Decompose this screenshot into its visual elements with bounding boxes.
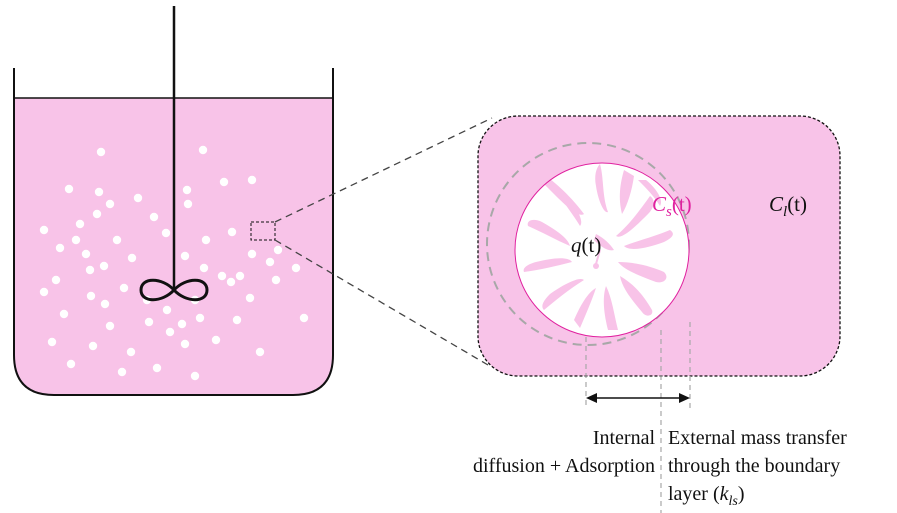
particle-dot [105, 321, 115, 331]
particle-dot [100, 299, 110, 309]
particle-dot [94, 187, 104, 197]
stirrer-infinity-icon [139, 278, 209, 302]
suspended-particles [39, 145, 309, 381]
particle-dot [39, 225, 49, 235]
particle-dot [105, 199, 115, 209]
particle-dot [273, 245, 283, 255]
q-label: q(t) [571, 233, 601, 257]
particle-dot [66, 359, 76, 369]
particle-dot [211, 335, 221, 345]
particle-dot [162, 305, 172, 315]
zoom-selection-box [250, 221, 276, 241]
particle-dot [299, 313, 309, 323]
particle-dot [71, 235, 81, 245]
particle-dot [39, 287, 49, 297]
particle-dot [265, 257, 275, 267]
external-caption-line2: through the boundary [668, 455, 840, 477]
particle-dot [59, 309, 69, 319]
external-caption-line1: External mass transfer [668, 427, 847, 449]
particle-dot [271, 275, 281, 285]
particle-dot [183, 199, 193, 209]
transfer-arrow [586, 393, 690, 403]
particle-dot [255, 347, 265, 357]
particle-dot [96, 147, 106, 157]
particle-dot [201, 235, 211, 245]
particle-dot [99, 261, 109, 271]
particle-dot [291, 263, 301, 273]
particle-dot [165, 327, 175, 337]
particle-dot [88, 341, 98, 351]
particle-dot [75, 219, 85, 229]
particle-dot [227, 227, 237, 237]
particle-dot [247, 249, 257, 259]
particle-dot [182, 185, 192, 195]
particle-dot [85, 265, 95, 275]
particle-dot [117, 367, 127, 377]
particle-dot [133, 193, 143, 203]
particle-dot [55, 243, 65, 253]
particle-dot [235, 271, 245, 281]
particle-dot [126, 347, 136, 357]
particle-dot [219, 177, 229, 187]
internal-caption-line2: diffusion + Adsorption [473, 455, 655, 477]
region-guides [585, 322, 691, 513]
internal-caption-line1: Internal [593, 427, 656, 449]
particle-dot [217, 271, 227, 281]
particle-dot [180, 251, 190, 261]
particle-dot [226, 277, 236, 287]
particle-dot [51, 275, 61, 285]
particle-dot [245, 293, 255, 303]
particle-dot [161, 228, 171, 238]
particle-dot [247, 175, 257, 185]
stirred-tank [13, 6, 334, 396]
zoomed-view [477, 115, 841, 377]
particle-dot [177, 319, 187, 329]
tank-wall [13, 68, 334, 396]
particle-pointer [593, 249, 601, 269]
particle-dot [152, 363, 162, 373]
particle-dot [144, 317, 154, 327]
particle-dot [198, 145, 208, 155]
particle-dot [199, 263, 209, 273]
particle-dot [86, 291, 96, 301]
particle-dot [127, 253, 137, 263]
particle-dot [47, 337, 57, 347]
particle-dot [180, 339, 190, 349]
cl-label: Cl(t) [769, 192, 807, 220]
particle-dot [119, 283, 129, 293]
zoom-projection-lines [274, 117, 493, 366]
particle-dot [195, 313, 205, 323]
cs-label: Cs(t) [652, 192, 692, 220]
pore-structure [523, 164, 673, 330]
external-caption-line3: layer (kls) [668, 483, 745, 509]
particle-dot [64, 184, 74, 194]
porous-adsorbent-particle [514, 162, 690, 338]
particle-dot [190, 371, 200, 381]
particle-dot [112, 235, 122, 245]
particle-dot [92, 209, 102, 219]
particle-dot [81, 249, 91, 259]
particle-dot [149, 212, 159, 222]
particle-dot [232, 315, 242, 325]
